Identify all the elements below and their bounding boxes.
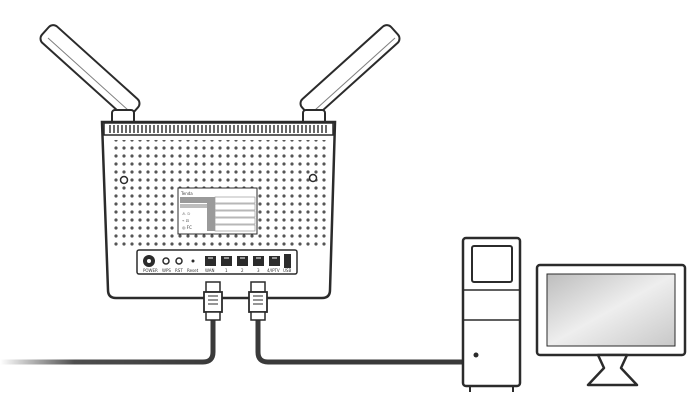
desktop-tower (461, 236, 522, 392)
port-label-wan: WAN (205, 268, 214, 273)
sticker-brand: Tenda (180, 191, 193, 196)
wan-port (205, 256, 216, 266)
port-label-wps: WPS (162, 268, 171, 273)
lan-rj45-connector (248, 281, 268, 321)
port-label-lan1: 1 (225, 268, 228, 273)
port-label-rst: RST (175, 268, 183, 273)
monitor-screen (546, 273, 676, 347)
monitor (535, 263, 687, 387)
port-label-lan3: 3 (257, 268, 260, 273)
ethernet-ports (205, 256, 280, 266)
rst-button (175, 257, 183, 265)
reset-pinhole (191, 259, 195, 263)
port-label-power: POWER (143, 268, 158, 273)
svg-text:◎ FC: ◎ FC (182, 225, 192, 230)
top-vent-ribs (109, 125, 327, 133)
wan-cable (0, 281, 223, 365)
svg-text:⚠ ♲: ⚠ ♲ (182, 211, 191, 216)
port-label-reset: Reset (187, 268, 199, 273)
lan-port-2 (237, 256, 248, 266)
router: Tenda ⚠ ♲ ⌁ ⊡ ◎ FC (100, 120, 337, 300)
tower-power-light (473, 352, 479, 358)
port-label-lan4: 4/IPTV (267, 268, 280, 273)
product-label-sticker: Tenda ⚠ ♲ ⌁ ⊡ ◎ FC (177, 187, 258, 235)
lan-cable (248, 281, 468, 365)
usb-port (284, 254, 291, 268)
right-antenna (299, 24, 401, 127)
svg-text:⌁ ⊡: ⌁ ⊡ (182, 218, 189, 223)
lan-port-4 (269, 256, 280, 266)
mount-hole-left (119, 175, 129, 185)
port-label-usb: USB (283, 268, 291, 273)
mount-hole-right (308, 173, 318, 183)
lan-port-3 (253, 256, 264, 266)
drive-bay (471, 245, 513, 283)
port-panel: POWER WPS RST Reset WAN 1 2 3 4/IPTV USB (136, 249, 298, 275)
lan-port-1 (221, 256, 232, 266)
monitor-stand (586, 353, 639, 387)
wps-button (162, 257, 170, 265)
wan-rj45-connector (203, 281, 223, 321)
port-label-lan2: 2 (241, 268, 244, 273)
left-antenna (39, 24, 141, 127)
